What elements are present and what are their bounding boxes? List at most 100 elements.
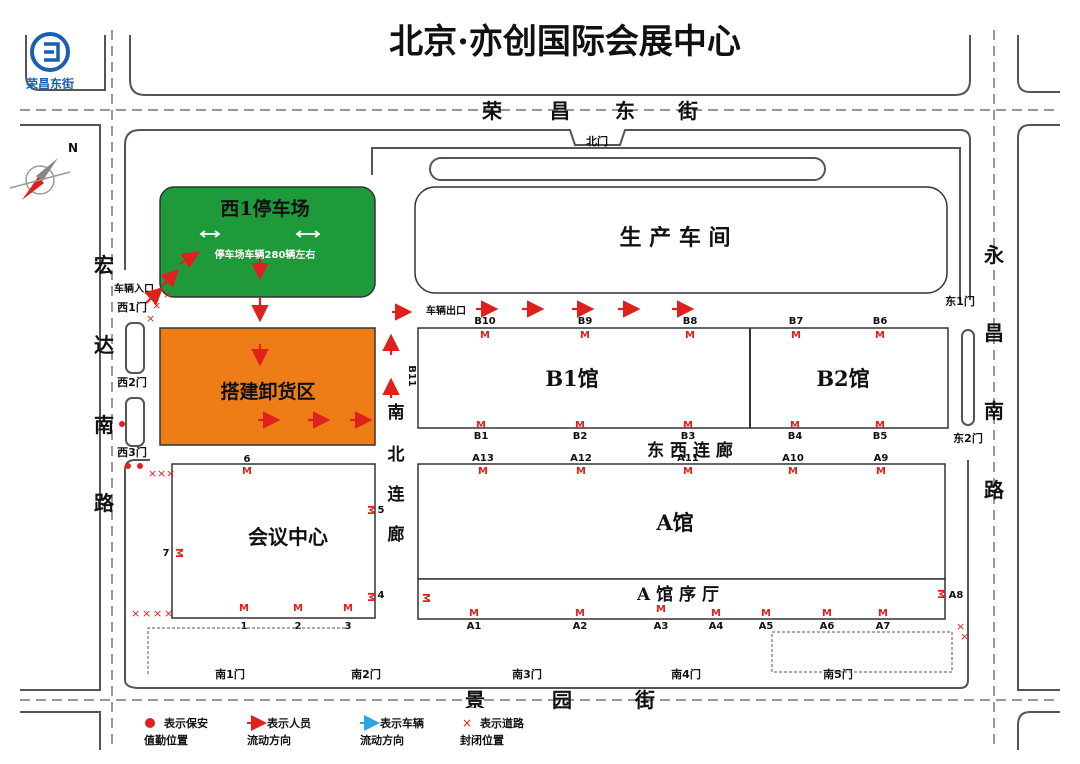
svg-text:街: 街 xyxy=(634,688,655,712)
compass-icon: N xyxy=(9,141,78,200)
entrance-label-b6: B6 xyxy=(873,316,888,327)
svg-text:×: × xyxy=(163,288,172,301)
svg-text:景: 景 xyxy=(465,688,485,712)
entrance-mark-a10: M xyxy=(788,466,798,477)
svg-text:路: 路 xyxy=(94,491,115,515)
entrance-mark-a1: M xyxy=(469,608,479,619)
entrance-mark-b3: M xyxy=(683,420,693,431)
logo: 荣昌东街 xyxy=(25,32,74,91)
svg-text:×: × xyxy=(164,607,173,620)
svg-text:×: × xyxy=(146,312,155,325)
vehicle-exit-label: 车辆出口 xyxy=(426,304,466,317)
svg-text:南: 南 xyxy=(388,402,405,423)
logo-icon xyxy=(30,32,70,72)
svg-text:荣: 荣 xyxy=(481,99,503,123)
hall-a: A馆 A 馆 序 厅 xyxy=(417,463,946,620)
ns-corridor: 南 北 连 廊 xyxy=(388,402,406,545)
entrance-mark-conf-1: M xyxy=(239,603,249,614)
svg-text:宏: 宏 xyxy=(94,253,114,277)
entrance-label-conf-3: 3 xyxy=(345,621,352,632)
entrance-label-a2: A2 xyxy=(573,621,588,632)
entrance-mark-b7: M xyxy=(791,330,801,341)
gate-north: 北门 xyxy=(586,134,608,148)
entrance-label-b7: B7 xyxy=(789,316,804,327)
svg-text:×: × xyxy=(166,467,175,480)
entrance-mark-b4: M xyxy=(790,420,800,431)
entrance-label-conf-2: 2 xyxy=(295,621,302,632)
road-closed-marks: ××× ×××× ××× ×× xyxy=(131,288,969,643)
entrance-mark-a9: M xyxy=(876,466,886,477)
entrance-label-a8: A8 xyxy=(949,590,964,601)
svg-text:×: × xyxy=(148,467,157,480)
legend-text-3: 表示车辆 xyxy=(379,716,424,730)
entrance-mark-b10: M xyxy=(480,330,490,341)
svg-text:昌: 昌 xyxy=(550,99,570,123)
legend-text-1: 表示保安 xyxy=(163,716,208,730)
gate-east1: 东1门 xyxy=(945,294,975,308)
svg-text:×: × xyxy=(152,299,161,312)
svg-text:南: 南 xyxy=(94,413,114,437)
legend-subtext-1: 值勤位置 xyxy=(144,733,188,747)
gate-south1: 南1门 xyxy=(215,667,245,681)
west-gate-pillars xyxy=(125,322,145,447)
gate-west2: 西2门 xyxy=(117,375,147,389)
entrance-mark-a7: M xyxy=(878,608,888,619)
entrance-mark-conf-7: M xyxy=(173,548,184,558)
person-flow-arrows xyxy=(144,251,695,429)
entrance-label-a5: A5 xyxy=(759,621,774,632)
entrance-label-conf-4: 4 xyxy=(378,590,385,601)
entrance-label-a4: A4 xyxy=(709,621,724,632)
parking-note: 停车场车辆280辆左右 xyxy=(215,248,316,261)
conference-center: 会议中心 xyxy=(171,463,376,619)
entrance-label-b9: B9 xyxy=(578,316,593,327)
legend-subtext-3: 流动方向 xyxy=(360,733,404,747)
unloading-area: 搭建卸货区 xyxy=(159,327,376,446)
entrance-mark-conf-6: M xyxy=(242,466,252,477)
workshop-title: 生 产 车 间 xyxy=(620,225,731,251)
green-island xyxy=(429,157,826,181)
road-outlines xyxy=(20,35,1060,750)
svg-text:×: × xyxy=(131,607,140,620)
red-x-icon: × xyxy=(462,716,472,730)
unloading-title: 搭建卸货区 xyxy=(220,380,315,403)
entrance-label-a13: A13 xyxy=(472,453,494,464)
entrance-mark-b5: M xyxy=(875,420,885,431)
road-center-lines xyxy=(20,30,1060,750)
legend-subtext-4: 封闭位置 xyxy=(460,733,504,747)
entrance-mark-b2: M xyxy=(575,420,585,431)
entrance-label-conf-5: 5 xyxy=(378,505,385,516)
svg-text:×: × xyxy=(157,467,166,480)
entrance-label-a9: A9 xyxy=(874,453,889,464)
entrance-label-a10: A10 xyxy=(782,453,804,464)
hall-b: B1馆 B2馆 xyxy=(417,327,949,429)
svg-text:达: 达 xyxy=(94,333,114,357)
entrance-mark-a8: M xyxy=(935,589,946,599)
entrance-mark-a-west: M xyxy=(420,593,431,603)
svg-text:昌: 昌 xyxy=(984,321,1004,345)
entrance-label-a3: A3 xyxy=(654,621,669,632)
entrance-label-a1: A1 xyxy=(467,621,482,632)
ew-corridor: 东 西 连 廊 xyxy=(647,440,733,461)
entrance-mark-a3: M xyxy=(656,604,666,615)
entrance-mark-b9: M xyxy=(580,330,590,341)
entrance-mark-a11: M xyxy=(683,466,693,477)
hall-b2-title: B2馆 xyxy=(816,366,869,391)
east-pillar xyxy=(961,329,975,426)
entrance-markers: B10MB9MB8MB7MB6MMB1MB2MB3MB4MB5B11A13MA1… xyxy=(163,316,964,632)
entrance-label-b8: B8 xyxy=(683,316,698,327)
red-dot-icon xyxy=(145,718,155,728)
svg-text:北: 北 xyxy=(388,445,405,465)
compass-label: N xyxy=(68,141,78,155)
legend-text-2: 表示人员 xyxy=(266,716,311,730)
entrance-label-b5: B5 xyxy=(873,431,888,442)
workshop: 生 产 车 间 xyxy=(414,186,948,294)
entrance-label-conf-1: 1 xyxy=(241,621,248,632)
logo-text: 荣昌东街 xyxy=(25,76,74,91)
entrance-label-conf-6: 6 xyxy=(244,454,251,465)
parking-title: 西1停车场 xyxy=(220,197,309,220)
